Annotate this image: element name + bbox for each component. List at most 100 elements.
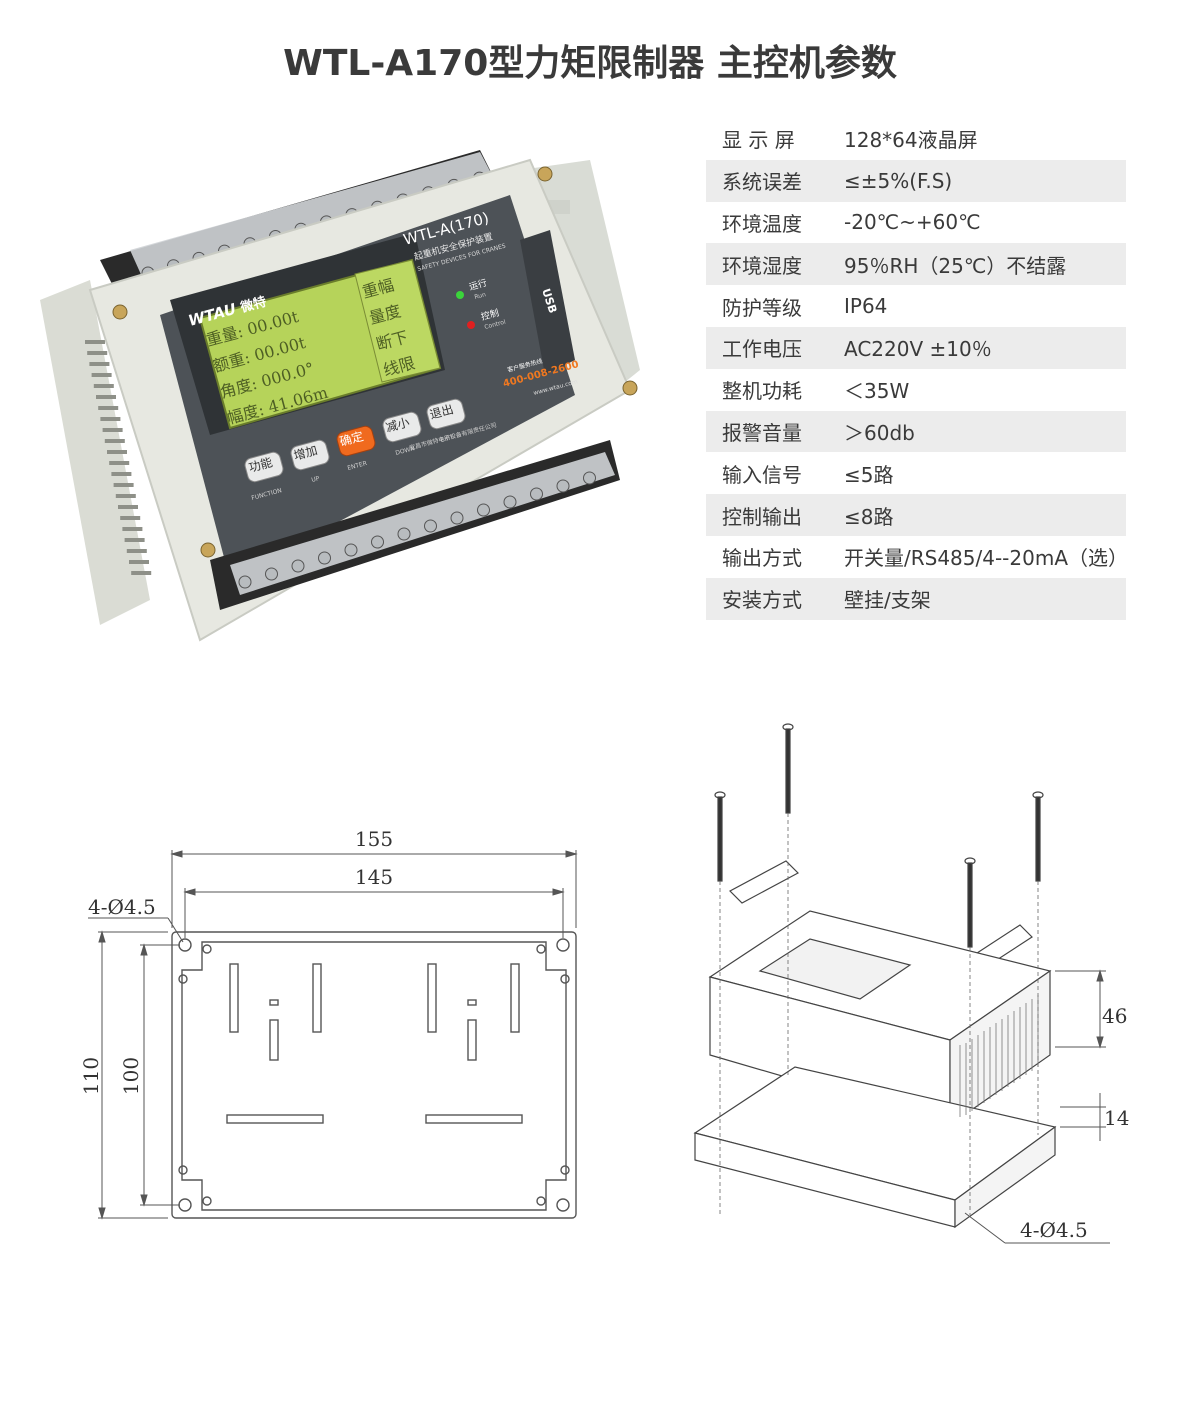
terminal-screw-icon — [450, 511, 464, 525]
left-mounting-ear — [40, 280, 150, 625]
spec-label: 环境温度 — [722, 211, 802, 236]
svg-text:确定: 确定 — [338, 428, 365, 449]
vent-slot — [131, 571, 152, 575]
spec-label: 环境湿度 — [722, 253, 802, 278]
terminal-screw-icon — [318, 551, 331, 565]
terminal-screw-icon — [344, 543, 358, 557]
vent-slot — [91, 373, 112, 377]
spec-row: 报警音量 ＞60db — [706, 410, 1126, 453]
vent-slot — [85, 340, 105, 344]
spec-value: 95％RH（25℃）不结露 — [844, 253, 1067, 278]
dim-holes-3d: 4-Ø4.5 — [1020, 1218, 1088, 1242]
svg-text:退出: 退出 — [428, 402, 455, 422]
terminal-screw-icon — [397, 527, 411, 541]
svg-text:功能: 功能 — [247, 455, 274, 475]
spec-value: 壁挂/支架 — [844, 588, 931, 613]
spec-value: -20℃~+60℃ — [844, 210, 981, 235]
mount-hole-icon — [556, 1198, 570, 1212]
corner-screw-icon — [537, 166, 553, 182]
spec-value: ≤8路 — [844, 504, 894, 529]
spec-value: 128*64液晶屏 — [844, 128, 978, 153]
spec-value: ＜35W — [844, 379, 910, 404]
screw-icon — [1032, 791, 1044, 882]
vent-slot — [129, 560, 149, 564]
left-vents — [85, 340, 152, 575]
dim-width-outer: 155 — [355, 827, 393, 851]
svg-text:UP: UP — [311, 475, 321, 484]
terminal-screw-icon — [291, 559, 305, 573]
spec-value: ＞60db — [844, 420, 915, 445]
spec-label: 报警音量 — [722, 420, 802, 445]
terminal-screw-icon — [424, 519, 437, 533]
corner-screw-icon — [200, 542, 216, 558]
page-title: WTL-A170型力矩限制器 主控机参数 — [283, 43, 897, 84]
spec-value: ≤5路 — [844, 462, 894, 487]
vent-slot — [107, 450, 127, 454]
terminal-screw-icon — [265, 567, 278, 581]
spec-label: 输出方式 — [722, 546, 802, 571]
vent-slot — [126, 549, 147, 553]
bottom-terminal-strip — [210, 440, 620, 610]
dim-width-inner: 145 — [355, 865, 393, 889]
spec-label: 控制输出 — [722, 504, 802, 529]
brand-logo-cn: 微特 — [238, 294, 268, 316]
button-exit[interactable]: 退出 EXIT — [426, 398, 467, 444]
spec-value: AC220V ±10％ — [844, 337, 992, 362]
spec-row: 控制输出 ≤8路 — [706, 494, 1126, 536]
vent-slot — [104, 439, 125, 443]
dim-holes-2d: 4-Ø4.5 — [88, 895, 156, 919]
spec-label: 整机功耗 — [722, 379, 802, 404]
mount-hole-icon — [178, 1198, 192, 1212]
top-view-drawing: 155 145 4-Ø4.5 110 100 — [79, 827, 578, 1220]
vent-slot — [102, 428, 123, 432]
spec-value: IP64 — [844, 294, 888, 319]
vent-slot — [115, 494, 136, 498]
terminal-screw-icon — [238, 575, 252, 589]
device-illustration: USB 重量: 00.00t 额重: 00.00t 角度: 000.0° 幅度:… — [40, 150, 640, 642]
vent-slot — [100, 417, 121, 421]
spec-label: 防护等级 — [722, 295, 802, 320]
terminal-screw-icon — [503, 495, 517, 509]
vent-slot — [93, 384, 114, 388]
spec-label: 显 示 屏 — [722, 128, 795, 153]
dim-height-top: 46 — [1102, 1004, 1127, 1028]
spec-row: 输入信号 ≤5路 — [706, 452, 1126, 494]
vent-slot — [113, 483, 134, 487]
vent-slot — [89, 362, 110, 366]
spec-row: 防护等级 IP64 — [706, 285, 1126, 327]
dim-height-base: 14 — [1104, 1106, 1129, 1130]
vent-slot — [124, 538, 145, 542]
spec-value: 开关量/RS485/4--20mA（选） — [844, 546, 1129, 571]
spec-label: 安装方式 — [722, 588, 802, 613]
screw-icon — [782, 723, 794, 814]
svg-text:DOWN: DOWN — [395, 445, 416, 457]
spec-row: 安装方式 壁挂/支架 — [706, 577, 1126, 620]
vent-slot — [98, 406, 119, 410]
terminal-screw-icon — [583, 471, 596, 485]
exploded-view-drawing: 46 14 4-Ø4.5 — [693, 723, 1129, 1244]
svg-text:增加: 增加 — [292, 443, 319, 463]
terminal-screw-icon — [371, 535, 384, 549]
button-enter[interactable]: 确定 ENTER — [336, 425, 377, 472]
svg-text:ENTER: ENTER — [347, 460, 368, 472]
spec-label: 输入信号 — [722, 462, 802, 487]
spec-row: 输出方式 开关量/RS485/4--20mA（选） — [706, 536, 1129, 578]
terminal-screw-icon — [556, 479, 570, 493]
svg-text:EXIT: EXIT — [440, 434, 455, 444]
spec-row: 显 示 屏 128*64液晶屏 — [706, 118, 1126, 160]
corner-screw-icon — [622, 380, 638, 396]
button-up[interactable]: 增加 UP — [290, 439, 331, 484]
spec-row: 系统误差≤±5%(F.S) — [706, 159, 1126, 202]
vent-slot — [96, 395, 116, 399]
vent-slot — [87, 351, 108, 355]
button-down[interactable]: 减小 DOWN — [382, 411, 423, 457]
dim-height-inner: 100 — [119, 1057, 143, 1095]
screw-icon — [964, 857, 976, 948]
svg-text:减小: 减小 — [384, 415, 411, 435]
screw-icon — [714, 791, 726, 882]
terminal-screw-icon — [530, 487, 543, 501]
mount-hole-icon — [556, 938, 570, 952]
dim-height-outer: 110 — [79, 1057, 103, 1095]
svg-text:Run: Run — [474, 291, 487, 301]
corner-screw-icon — [112, 304, 128, 320]
